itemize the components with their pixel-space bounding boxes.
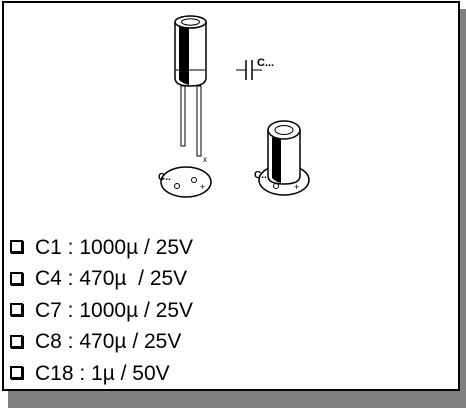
list-item: C1 : 1000µ / 25V bbox=[10, 232, 193, 264]
checkbox[interactable] bbox=[10, 240, 23, 254]
radial-footprint-icon: + C.. bbox=[158, 166, 212, 198]
checkbox[interactable] bbox=[10, 366, 23, 380]
radial-capacitor-icon: x bbox=[174, 15, 207, 164]
short-capacitor-icon: + C.. bbox=[254, 120, 310, 196]
part-text: C18 : 1µ / 50V bbox=[35, 361, 170, 385]
part-text: C4 : 470µ / 25V bbox=[35, 267, 188, 291]
ceramic-label: C... bbox=[257, 57, 274, 69]
part-text: C7 : 1000µ / 25V bbox=[35, 298, 194, 322]
capacitor-list: C1 : 1000µ / 25V C4 : 470µ / 25V C7 : 10… bbox=[10, 232, 193, 390]
svg-text:+: + bbox=[200, 182, 205, 192]
checkbox[interactable] bbox=[10, 334, 23, 348]
checkbox[interactable] bbox=[10, 303, 23, 317]
list-item: C18 : 1µ / 50V bbox=[10, 358, 193, 390]
smd-label: C.. bbox=[254, 170, 267, 181]
radial-label: C.. bbox=[158, 172, 171, 183]
part-text: C8 : 470µ / 25V bbox=[35, 330, 182, 354]
checkbox[interactable] bbox=[10, 271, 23, 285]
part-text: C1 : 1000µ / 25V bbox=[35, 235, 194, 259]
capacitor-illustration: x + C.. C... + C.. bbox=[158, 15, 310, 198]
list-item: C7 : 1000µ / 25V bbox=[10, 295, 193, 327]
parts-panel bbox=[2, 1, 460, 391]
panel-shadow-right bbox=[460, 9, 466, 395]
panel-shadow-bottom bbox=[8, 391, 466, 408]
list-item: C8 : 470µ / 25V bbox=[10, 327, 193, 359]
svg-text:+: + bbox=[294, 182, 299, 192]
polarity-mark: x bbox=[203, 155, 207, 164]
list-item: C4 : 470µ / 25V bbox=[10, 264, 193, 296]
capacitor-symbol-icon: C... bbox=[236, 57, 274, 80]
